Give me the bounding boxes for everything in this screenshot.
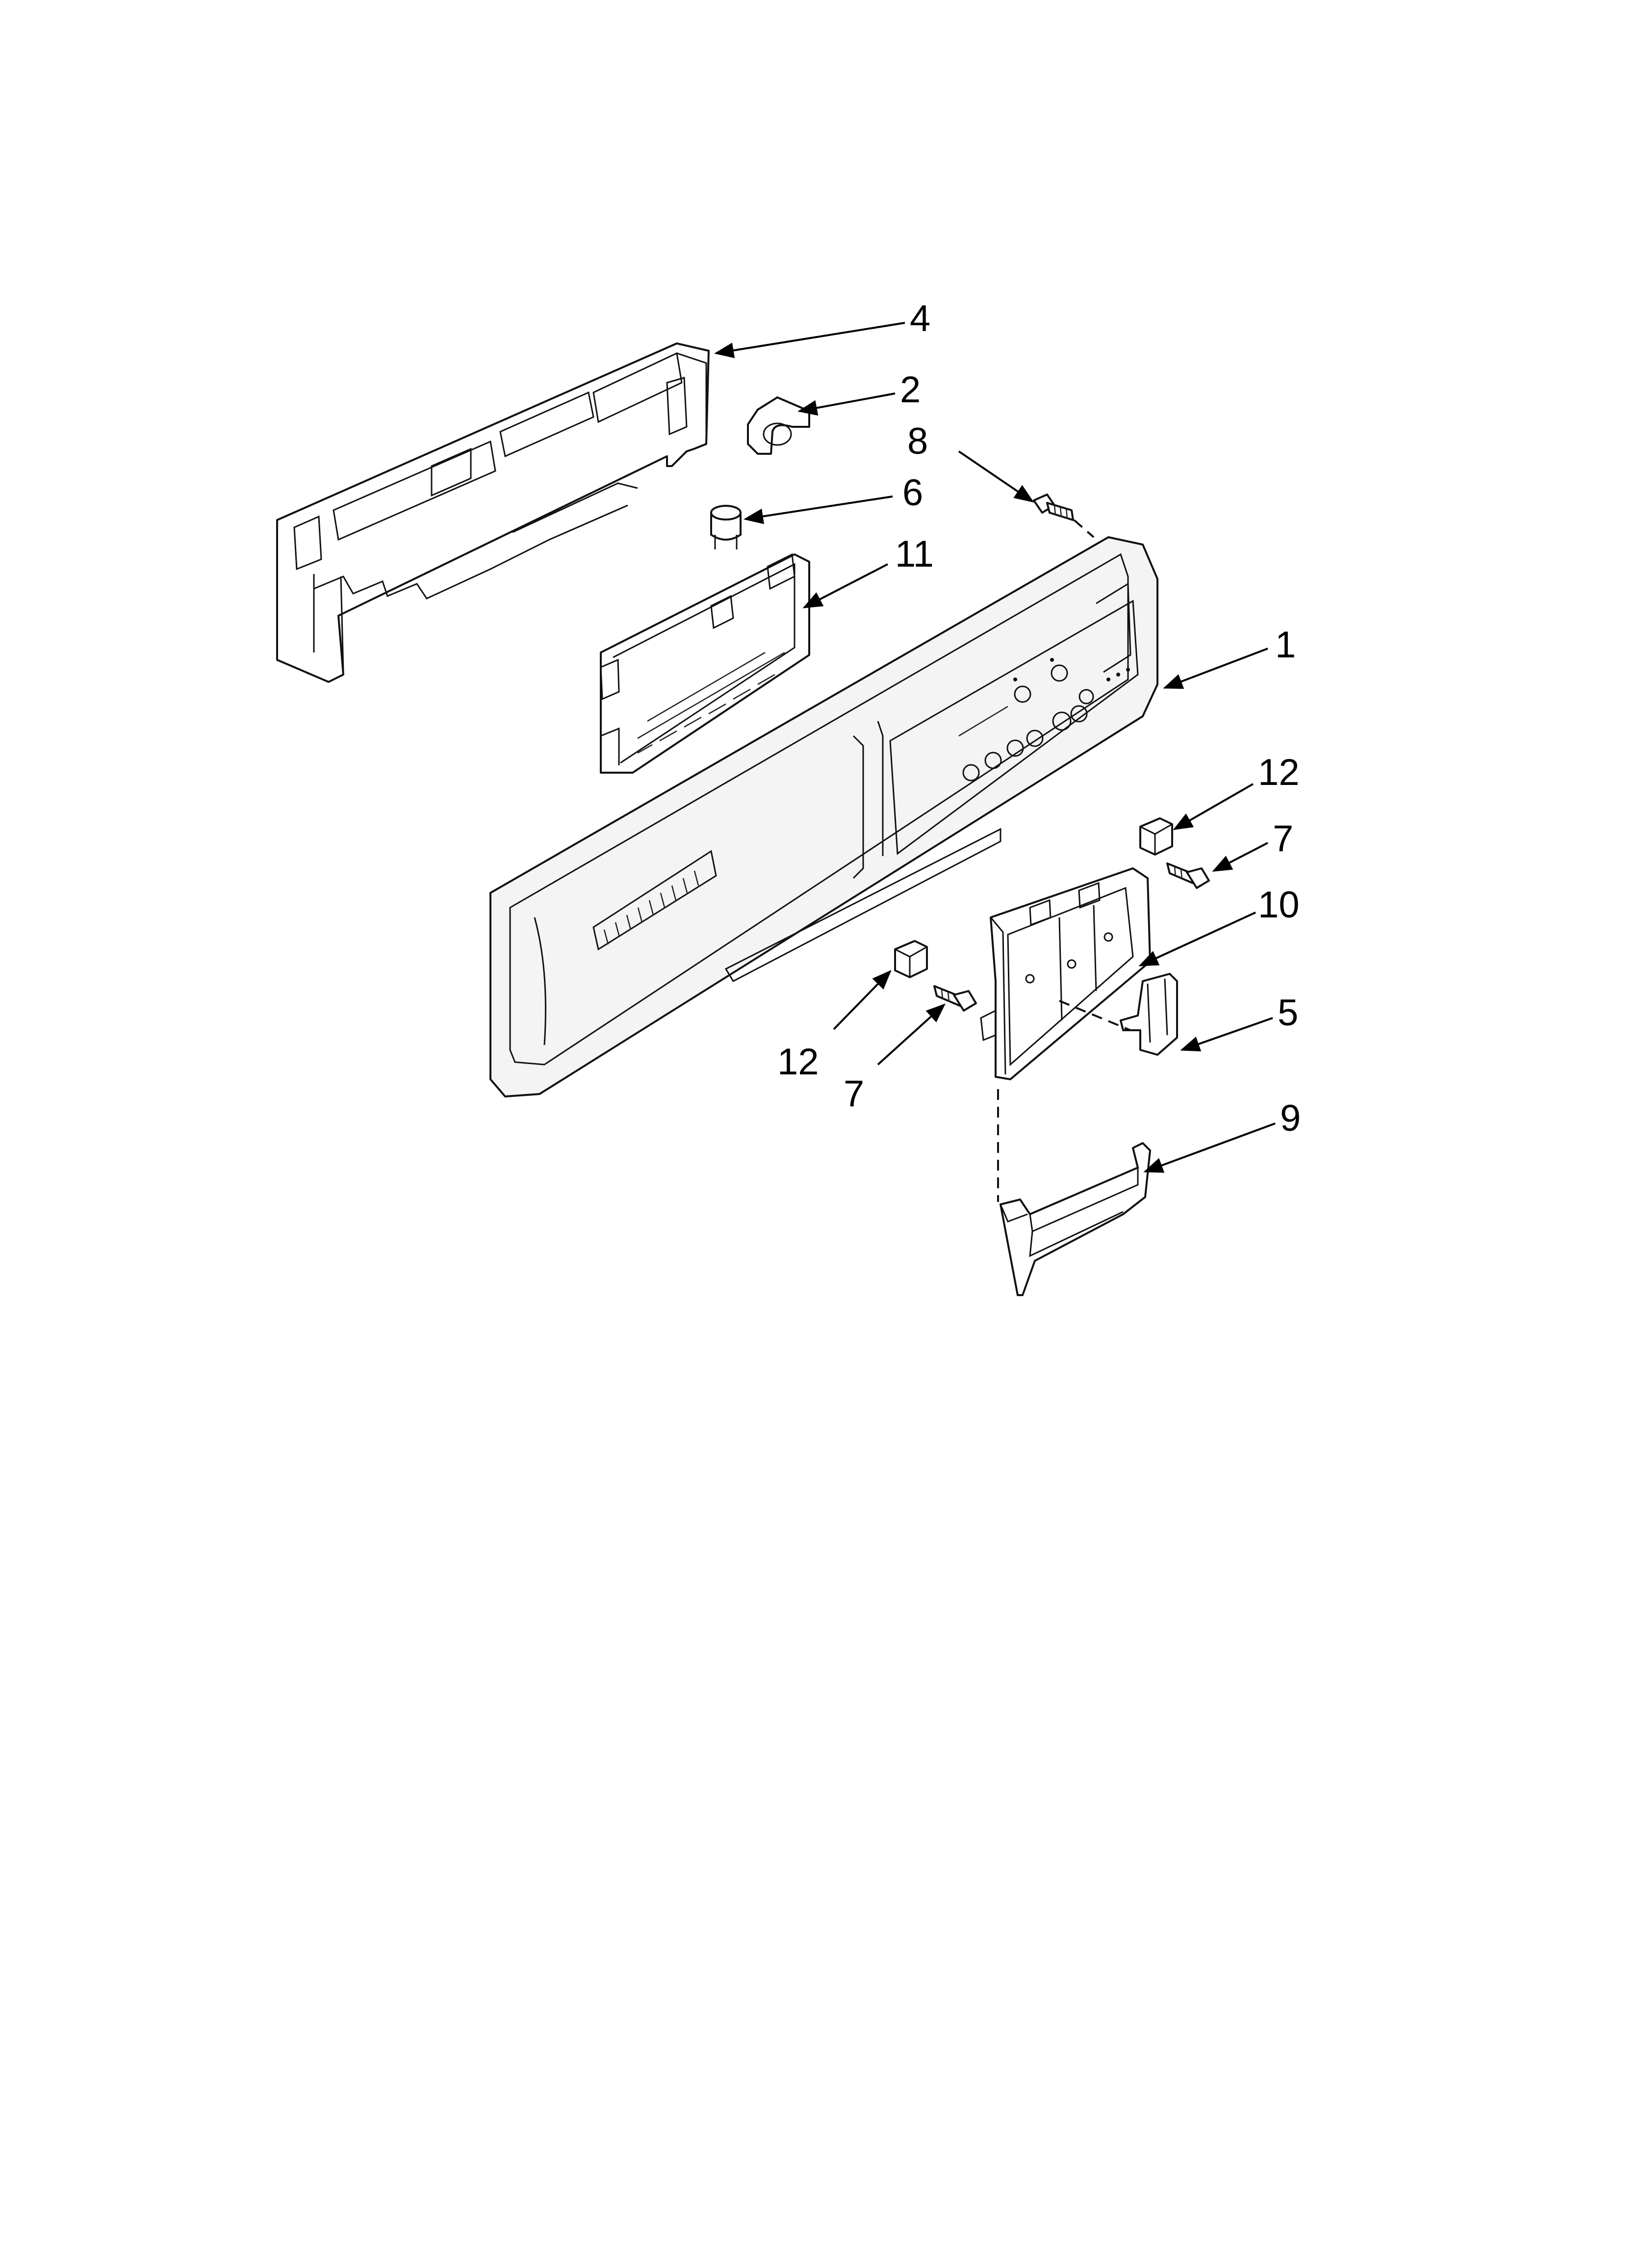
screw-part-8 [1033,494,1074,521]
screw-part-7a [1166,862,1210,889]
lower-clip-part [1000,1142,1151,1296]
leader-8 [958,450,1034,503]
assembly-line-bracket-to-small-bracket [1059,1000,1131,1031]
leader-7a [1212,842,1268,872]
callout-part-2: 2 [900,369,921,411]
leader-12a [1173,783,1254,830]
callout-part-7b: 7 [844,1073,864,1115]
leader-6 [744,495,893,524]
callout-part-4: 4 [910,298,930,339]
clip-part [747,396,810,455]
leader-7b [877,1003,946,1066]
leader-5 [1180,1017,1273,1052]
assembly-line-screw-to-panel [1073,519,1095,538]
block-part-12b [894,940,928,978]
leader-4 [714,322,905,359]
leader-9 [1143,1122,1276,1173]
callout-part-8: 8 [907,420,928,462]
small-bracket-part [1120,973,1178,1056]
callout-part-7a: 7 [1273,818,1293,860]
callout-part-10: 10 [1258,884,1300,926]
console-frame-part [276,342,710,683]
callout-part-12b: 12 [777,1041,819,1083]
callout-part-6: 6 [902,472,923,514]
callout-part-9: 9 [1280,1097,1301,1139]
control-panel-part [489,536,1158,1097]
callout-part-5: 5 [1278,992,1298,1034]
control-board-part [600,553,810,774]
leader-12b [833,970,892,1030]
leader-1 [1163,648,1268,689]
leader-2 [797,392,896,416]
leader-11 [802,563,888,608]
screw-part-7b [933,985,977,1012]
callout-part-1: 1 [1275,624,1296,666]
button-cap-part [710,505,742,549]
bracket-part [980,867,1151,1080]
callout-part-11: 11 [895,533,934,575]
block-part-12a [1139,817,1173,856]
leader-10 [1138,912,1256,966]
callout-part-12a: 12 [1258,752,1300,793]
